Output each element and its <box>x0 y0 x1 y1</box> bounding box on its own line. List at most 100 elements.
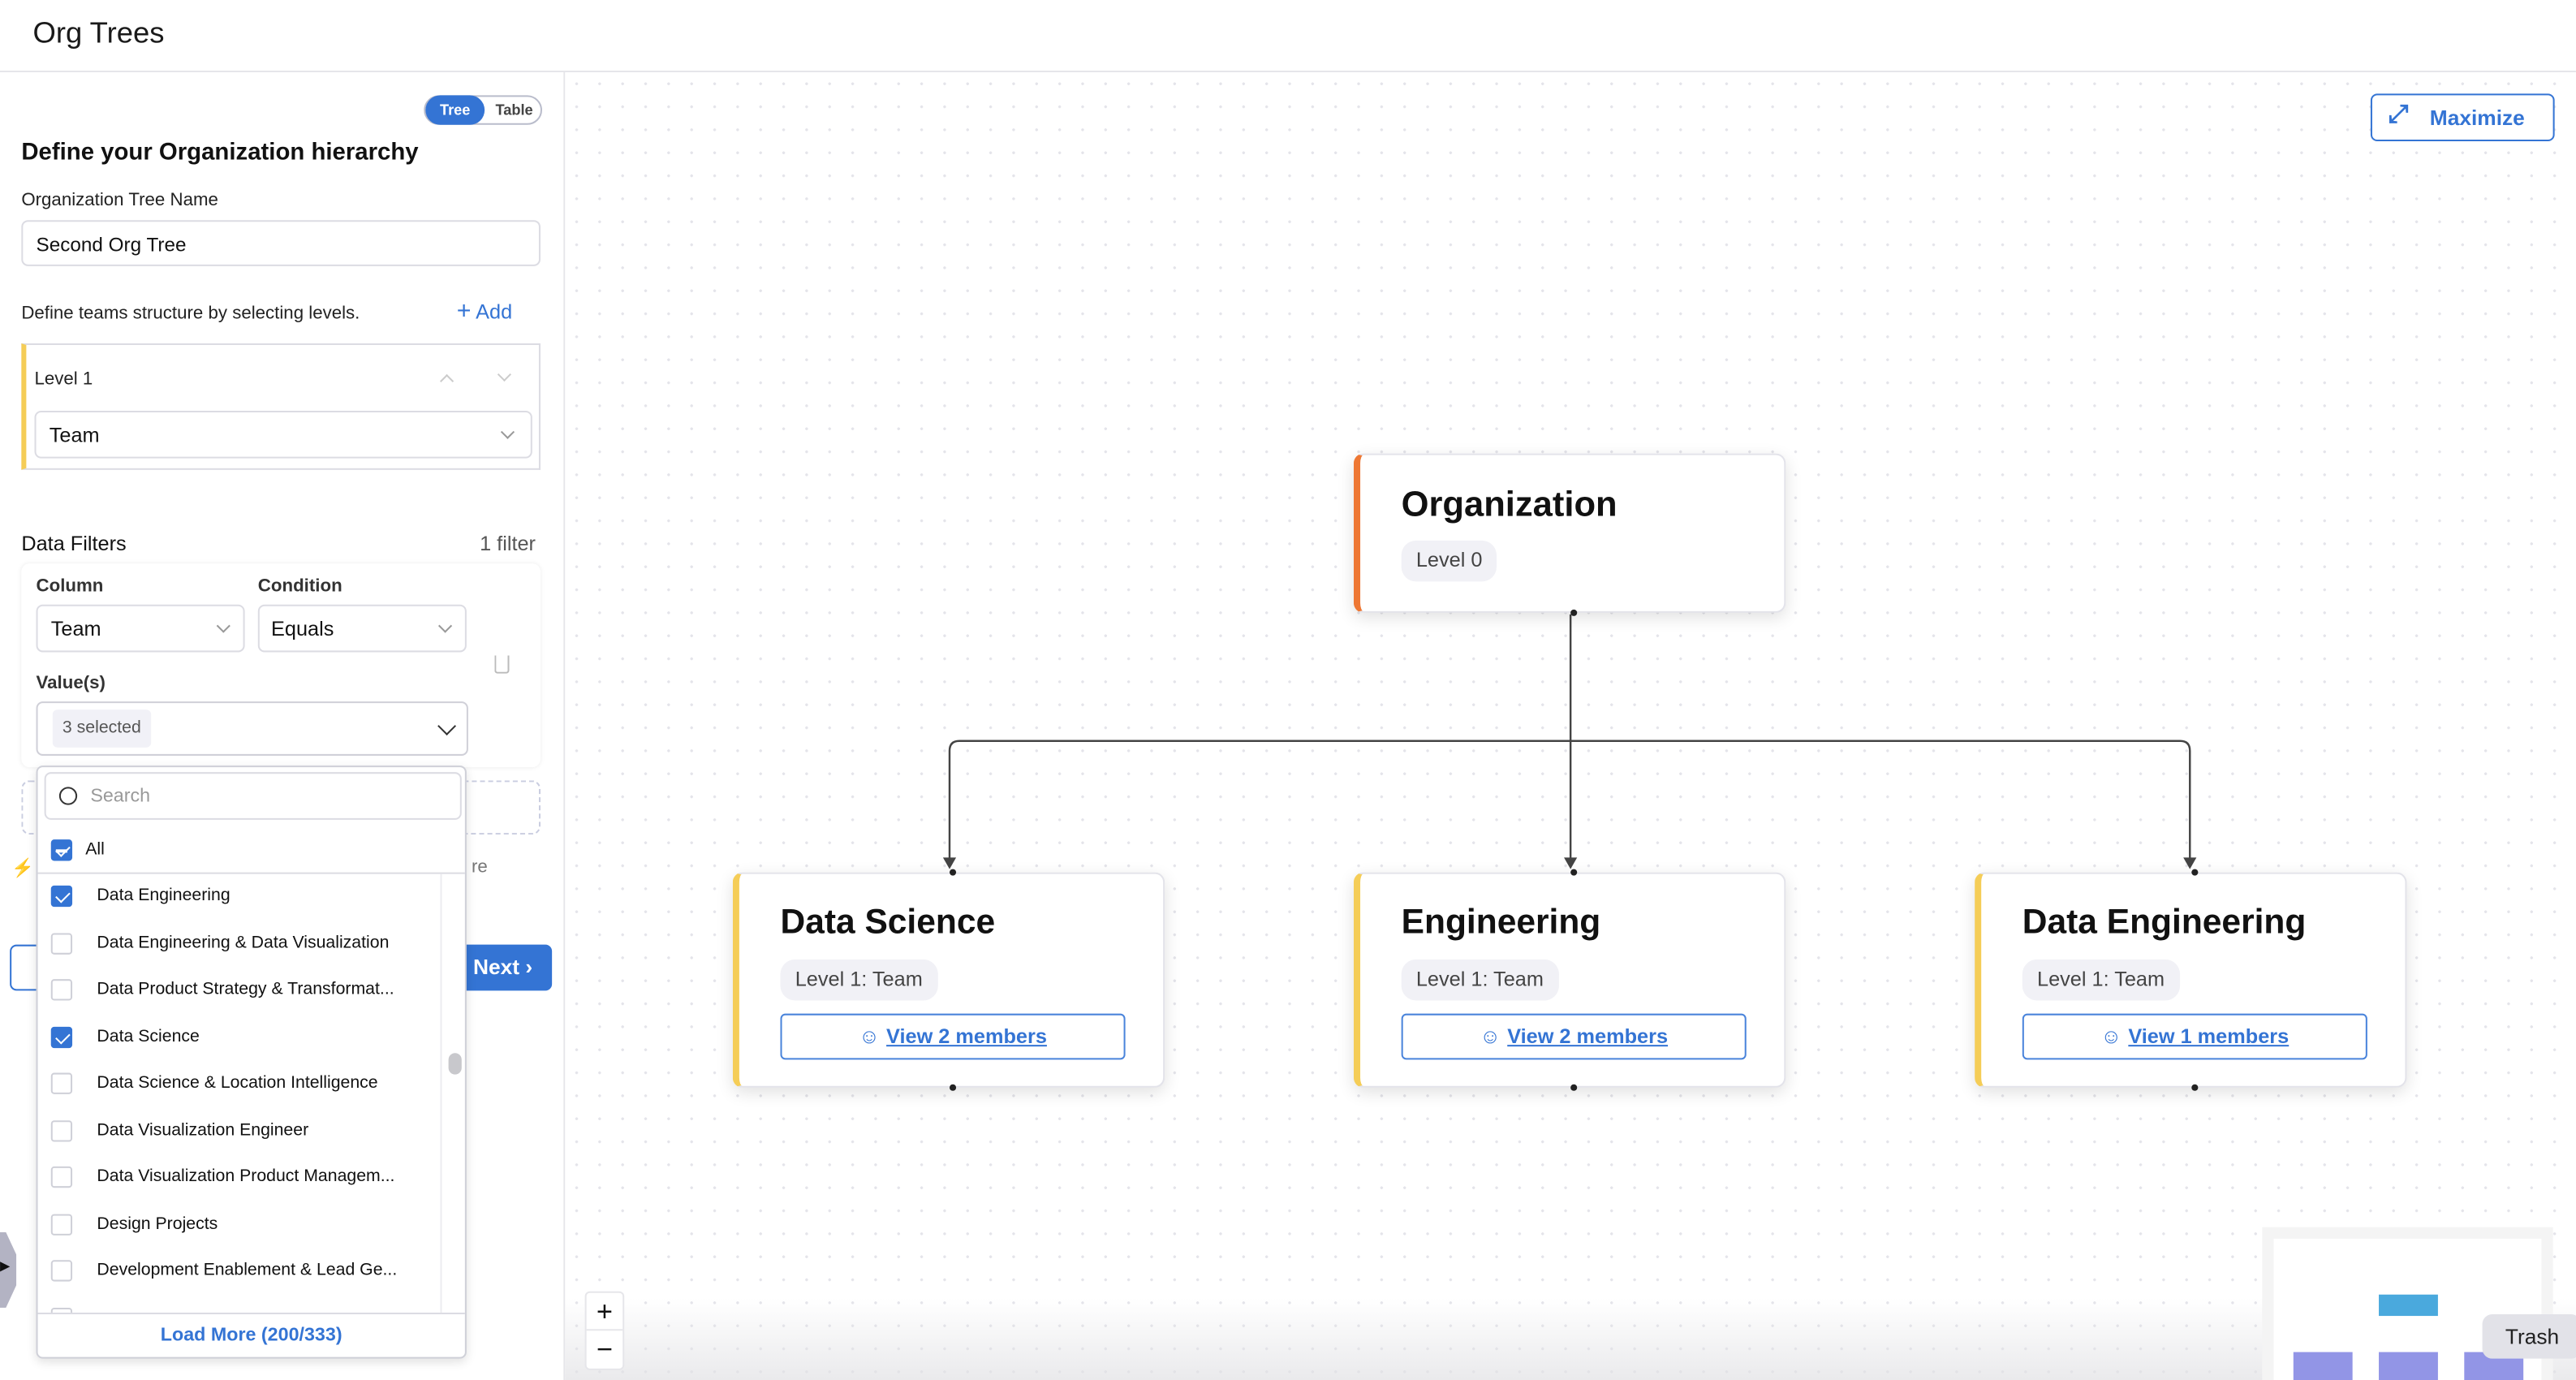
option-label: Data Science & Location Intelligence <box>97 1072 378 1093</box>
column-select[interactable]: Team <box>36 604 245 653</box>
view-members-button[interactable]: ☺View 1 members <box>2022 1013 2367 1060</box>
add-level-button[interactable]: + Add <box>457 299 513 324</box>
zoom-in-button[interactable]: + <box>586 1293 623 1331</box>
values-select[interactable]: 3 selected <box>36 701 468 756</box>
hint-text: re <box>471 857 488 878</box>
option-checkbox[interactable] <box>50 1119 73 1141</box>
node-title: Organization <box>1401 485 1618 524</box>
level-badge: Level 1: Team <box>1401 959 1559 1001</box>
node-title: Data Science <box>780 903 996 942</box>
view-toggle[interactable]: Tree Table <box>424 95 542 125</box>
option-label: Data Engineering & Data Visualization <box>97 932 390 952</box>
dropdown-search[interactable]: Search <box>44 772 462 820</box>
minimap-child-node <box>2379 1352 2438 1380</box>
select-all-row[interactable]: All <box>37 826 465 874</box>
option-label: Data Product Strategy & Transformat... <box>97 979 394 999</box>
tree-name-label: Organization Tree Name <box>21 190 218 211</box>
node-organization[interactable]: Organization Level 0 <box>1353 453 1786 616</box>
trash-tooltip: Trash <box>2482 1314 2576 1359</box>
trash-icon[interactable] <box>494 655 510 674</box>
filters-title: Data Filters <box>21 532 127 556</box>
option-checkbox[interactable] <box>50 885 73 908</box>
option-item[interactable]: Data Science & Location Intelligence <box>38 1061 441 1107</box>
handle-top[interactable] <box>949 869 957 876</box>
option-item[interactable]: Data Science <box>38 1015 441 1061</box>
level-select[interactable]: Team <box>34 410 532 459</box>
add-label: Add <box>476 300 513 324</box>
section-heading: Define your Organization hierarchy <box>21 140 419 166</box>
view-members-button[interactable]: ☺View 2 members <box>1401 1013 1747 1060</box>
toggle-tree[interactable]: Tree <box>425 95 485 125</box>
chevron-right-icon: › <box>525 954 533 980</box>
chevron-down-icon <box>500 425 515 439</box>
values-label: Value(s) <box>36 673 106 694</box>
option-item[interactable]: Data Visualization Engineer <box>38 1108 441 1154</box>
toggle-table[interactable]: Table <box>495 101 533 119</box>
tree-name-input[interactable]: Second Org Tree <box>21 220 541 266</box>
handle-bottom[interactable] <box>2191 1084 2199 1091</box>
level-badge: Level 1: Team <box>780 959 938 1001</box>
option-item[interactable]: Data Engineering & Data Visualization <box>38 921 441 967</box>
option-label: Data Visualization Engineer <box>97 1119 309 1140</box>
all-label: All <box>85 839 105 860</box>
users-icon: ☺ <box>2100 1024 2122 1049</box>
condition-select[interactable]: Equals <box>257 604 467 653</box>
option-label: Data Engineering <box>97 885 230 906</box>
option-item[interactable]: Data Visualization Product Managem... <box>38 1155 441 1201</box>
option-checkbox[interactable] <box>50 1306 73 1313</box>
chevron-down-icon <box>437 619 453 633</box>
node-title: Data Engineering <box>2022 903 2307 942</box>
connector-lines <box>942 614 2197 869</box>
option-item[interactable]: Data Engineering <box>38 874 441 921</box>
column-value: Team <box>50 617 101 641</box>
move-up-icon[interactable] <box>439 373 454 389</box>
minimap-root-node <box>2379 1294 2438 1317</box>
level-badge: Level 0 <box>1401 540 1497 582</box>
handle-top[interactable] <box>1570 869 1578 876</box>
option-checkbox[interactable] <box>50 1260 73 1282</box>
handle-bottom[interactable] <box>949 1084 957 1091</box>
tree-name-value: Second Org Tree <box>36 233 187 257</box>
option-item-partial[interactable] <box>38 1296 441 1313</box>
column-label: Column <box>36 576 104 597</box>
option-checkbox[interactable] <box>50 1166 73 1188</box>
chevron-down-icon <box>216 619 230 633</box>
minimap-child-node <box>2293 1352 2353 1380</box>
option-checkbox[interactable] <box>50 1072 73 1094</box>
option-item[interactable]: Development Enablement & Lead Ge... <box>38 1248 441 1295</box>
view-members-button[interactable]: ☺View 2 members <box>780 1013 1126 1060</box>
zoom-controls: + − <box>584 1291 625 1370</box>
search-icon <box>58 787 78 805</box>
play-icon: ▶ <box>0 1258 11 1274</box>
option-checkbox[interactable] <box>50 932 73 954</box>
collapse-handle[interactable]: ▶ <box>0 1231 17 1308</box>
selected-count-chip: 3 selected <box>52 709 151 748</box>
tree-canvas[interactable]: ⤢ Maximize Organization Level 0 Data Sci… <box>565 72 2576 1380</box>
minimap[interactable] <box>2262 1227 2553 1380</box>
handle-top[interactable] <box>2191 869 2199 876</box>
chevron-down-icon <box>437 717 457 735</box>
scrollbar-thumb[interactable] <box>448 1053 462 1075</box>
minus-icon <box>55 849 67 852</box>
option-checkbox[interactable] <box>50 979 73 1001</box>
option-checkbox[interactable] <box>50 1213 73 1235</box>
option-checkbox[interactable] <box>50 1025 73 1048</box>
handle-bottom[interactable] <box>1570 1084 1578 1091</box>
option-item[interactable]: Design Projects <box>38 1201 441 1248</box>
maximize-button[interactable]: ⤢ Maximize <box>2370 93 2555 142</box>
arrow-mid <box>1564 857 1578 869</box>
load-more-button[interactable]: Load More (200/333) <box>37 1313 465 1359</box>
handle-bottom[interactable] <box>1570 609 1578 616</box>
users-icon: ☺ <box>1480 1024 1501 1049</box>
connector-left <box>948 740 1571 861</box>
next-label: Next <box>472 954 520 980</box>
search-placeholder: Search <box>90 787 151 807</box>
view-members-label: View 1 members <box>2128 1024 2290 1049</box>
move-down-icon[interactable] <box>497 367 512 382</box>
zoom-out-button[interactable]: − <box>596 1334 613 1365</box>
option-item[interactable]: Data Product Strategy & Transformat... <box>38 968 441 1014</box>
